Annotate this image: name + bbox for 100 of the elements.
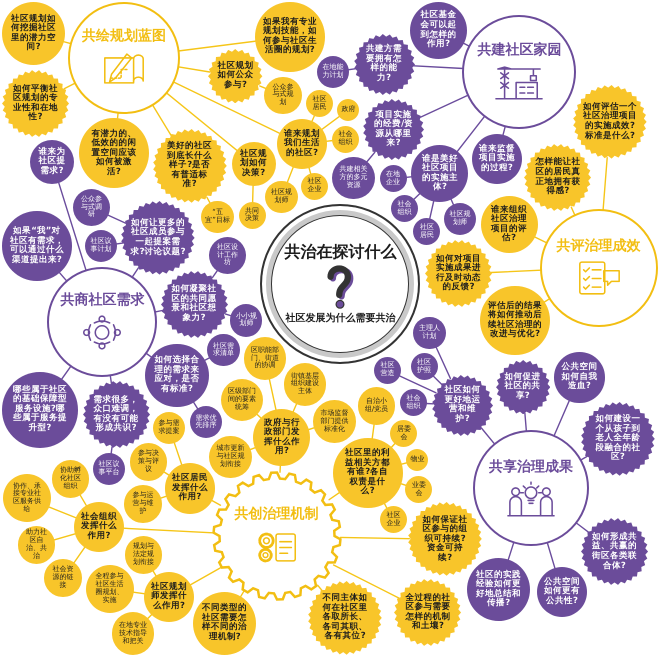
connector-line: [398, 374, 437, 394]
keyword-bubble: [390, 420, 418, 448]
question-text: 需求很多，众口难调，有没有可能形成共识?: [92, 396, 140, 434]
connector-line: [480, 427, 496, 446]
connector-line: [412, 192, 421, 201]
keyword-bubble: [230, 304, 262, 337]
connector-line: [58, 181, 87, 272]
question-bubble: [276, 118, 328, 170]
question-text: 如何建设一个从孩子到老人全年龄段融合的社区?: [594, 415, 642, 463]
question-text: 怎样能让社区的居民真正地拥有获得感?: [534, 158, 582, 197]
question-text: 谁来规划我们生活的社区?: [282, 130, 322, 158]
keyword-bubble: [413, 316, 446, 349]
keyword-bubble: [124, 485, 162, 523]
connector-line: [72, 546, 86, 564]
question-bubble: [82, 381, 150, 448]
question-bubble: [232, 142, 276, 186]
connector-line: [456, 115, 486, 153]
connector-line: [328, 492, 340, 500]
connector-line: [432, 375, 442, 386]
question-bubble: [480, 286, 550, 356]
keyword-bubble: [405, 476, 432, 504]
connector-line: [524, 412, 528, 432]
question-text: 社区规划师发挥什么作用?: [150, 582, 188, 612]
keyword-bubble: [112, 612, 154, 655]
keyword-bubble: [220, 378, 264, 422]
keyword-bubble: [84, 230, 117, 262]
keyword-bubble: [130, 443, 168, 481]
connector-line: [316, 584, 323, 592]
question-bubble: [160, 270, 228, 338]
connector-line: [212, 270, 218, 278]
keyword-bubble: [124, 536, 162, 574]
connector-line: [426, 402, 434, 404]
keyword-bubble: [317, 56, 350, 88]
question-text: 不同类型的社区需要怎样不同的治理机制?: [201, 604, 248, 642]
keyword-bubble: [264, 76, 302, 114]
connector-line: [52, 533, 76, 541]
central-title: 共治在探讨什么: [284, 243, 396, 261]
connector-line: [166, 92, 238, 152]
question-bubble: [2, 70, 70, 138]
connector-line: [366, 152, 376, 164]
question-text: 谁来为社区提需求?: [37, 148, 67, 176]
question-bubble: [121, 201, 195, 275]
question-text: 全过程的社区参与需要怎样的机制和土壤?: [404, 594, 452, 632]
question-bubble: [164, 463, 216, 514]
connector-line: [602, 157, 608, 210]
question-bubble: [74, 502, 124, 552]
question-text: 有潜力的、低效的的闲置空间应该如何被激活?: [90, 130, 138, 178]
question-bubble: [354, 34, 415, 95]
keyword-bubble: [337, 98, 360, 121]
connector-line: [252, 184, 254, 204]
theme-title: 共评治理成效: [556, 238, 641, 254]
keyword-bubble: [52, 460, 90, 498]
question-text: 社区居民发挥什么作用?: [170, 474, 209, 503]
question-text: 如何保证社区参与的组织可持续?资金可持续?: [422, 516, 469, 564]
keyword-bubble: [209, 436, 252, 478]
connector-line: [286, 166, 294, 184]
question-text: 如何平衡社区规划的专业性和在地性?: [12, 84, 60, 123]
connector-line: [110, 446, 113, 455]
keyword-bubble: [265, 181, 298, 214]
connector-line: [192, 400, 199, 410]
keyword-bubble: [238, 202, 266, 229]
theme-title: 共创治理机制: [234, 507, 318, 523]
connector-line: [553, 399, 570, 437]
connector-line: [64, 82, 76, 90]
connector-line: [106, 214, 126, 224]
keyword-bubble: [410, 353, 438, 380]
connector-line: [507, 542, 514, 562]
question-text: 如何凝聚社区的共同愿景和社区想象力?: [170, 285, 218, 324]
theme-title: 共建社区家园: [477, 42, 562, 58]
keyword-bubble: [300, 172, 328, 200]
question-text: 不同主体如何在社区里各取所长、各司其职、各有其位?: [322, 594, 369, 642]
question-bubble: [394, 579, 462, 646]
keyword-bubble: [444, 203, 476, 236]
theme-gear: [212, 471, 342, 602]
connector-line: [79, 494, 88, 507]
connector-line: [533, 236, 547, 244]
keyword-bubble: [306, 90, 333, 118]
question-text: 政府与行政部门发挥什么作用?: [262, 418, 301, 457]
question-text: 美好的社区到底长什么样子?是否有普适标准?: [166, 142, 214, 190]
keyword-bubble: [207, 334, 240, 366]
connector-line: [435, 346, 452, 380]
question-text: 社区规划如何决策?: [239, 150, 268, 178]
keyword-bubble: [86, 565, 134, 614]
connector-line: [122, 528, 214, 534]
theme-title: 共商社区需求: [60, 293, 144, 310]
connector-line: [58, 271, 68, 282]
question-bubble: [410, 2, 468, 60]
question-bubble: [411, 145, 468, 202]
question-bubble: [580, 402, 655, 476]
connector-line: [48, 506, 78, 519]
connector-line: [428, 200, 434, 220]
connector-line: [110, 375, 112, 384]
keyword-bubble: [358, 387, 396, 425]
question-bubble: [253, 409, 310, 466]
question-text: 公共空间如何更有公共性?: [542, 578, 581, 606]
central-subtitle: 社区发展为什么需要共治: [285, 312, 396, 324]
keyword-bubble: [380, 165, 407, 192]
connector-line: [320, 115, 342, 130]
question-text: 社区里的利益相关方都有谁?各自权责是什么?: [344, 449, 392, 497]
connector-line: [420, 94, 470, 118]
